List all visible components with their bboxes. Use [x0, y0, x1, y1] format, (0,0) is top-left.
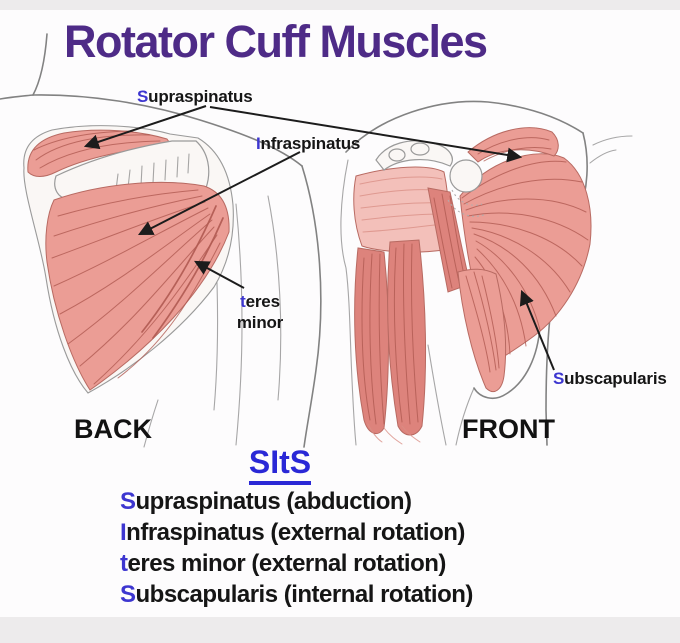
mnemonic-item-rest: ubscapularis (internal rotation) — [135, 581, 474, 608]
label-supraspinatus: Supraspinatus — [137, 87, 253, 107]
leader-subscapularis — [519, 289, 555, 371]
mnemonic-item-rest: eres minor (external rotation) — [127, 550, 447, 577]
front-view-drawing — [340, 100, 633, 446]
mnemonic-item-initial: S — [120, 488, 136, 515]
leader-supraspinatus-back — [83, 105, 207, 150]
mnemonic-item-teres-minor: teres minor (external rotation) — [120, 548, 473, 579]
label-infraspinatus: Infraspinatus — [256, 134, 360, 154]
mnemonic-item-rest: nfraspinatus (external rotation) — [126, 519, 465, 546]
label-teres-minor-rest: eres — [245, 292, 280, 311]
label-teres-minor-initial: t — [240, 292, 246, 311]
leader-teres-minor — [194, 260, 245, 289]
page-title: Rotator Cuff Muscles — [64, 16, 488, 67]
bottom-border-band — [0, 617, 680, 643]
mnemonic-item-subscapularis: Subscapularis (internal rotation) — [120, 579, 473, 610]
mnemonic-item-rest: upraspinatus (abduction) — [135, 488, 413, 515]
mnemonic-item-initial: t — [120, 550, 128, 577]
anatomy-illustration — [0, 33, 633, 448]
label-subscapularis-rest: ubscapularis — [564, 369, 667, 388]
label-supraspinatus-rest: upraspinatus — [148, 87, 253, 106]
mnemonic-item-supraspinatus: Supraspinatus (abduction) — [120, 486, 473, 517]
leader-infraspinatus — [137, 151, 301, 236]
back-view-drawing — [0, 33, 322, 448]
back-view-label: BACK — [74, 414, 152, 444]
mnemonic-list: Supraspinatus (abduction) Infraspinatus … — [120, 486, 473, 610]
mnemonic-item-infraspinatus: Infraspinatus (external rotation) — [120, 517, 473, 548]
label-teres-minor-line2: minor — [236, 313, 284, 332]
label-subscapularis: Subscapularis — [553, 369, 667, 389]
label-subscapularis-initial: S — [553, 369, 565, 388]
label-teres-minor: teres minor — [222, 291, 298, 333]
leader-supraspinatus-front — [209, 106, 523, 163]
mnemonic-heading-text: SItS — [248, 444, 312, 485]
top-border-band — [0, 0, 680, 10]
label-infraspinatus-rest: nfraspinatus — [260, 134, 361, 153]
leader-lines — [83, 105, 555, 371]
front-view-label: FRONT — [462, 414, 555, 444]
mnemonic-item-initial: S — [120, 581, 136, 608]
mnemonic-item-initial: I — [120, 519, 127, 546]
label-infraspinatus-initial: I — [256, 134, 261, 153]
label-supraspinatus-initial: S — [137, 87, 149, 106]
mnemonic-heading: SItS — [200, 444, 360, 485]
